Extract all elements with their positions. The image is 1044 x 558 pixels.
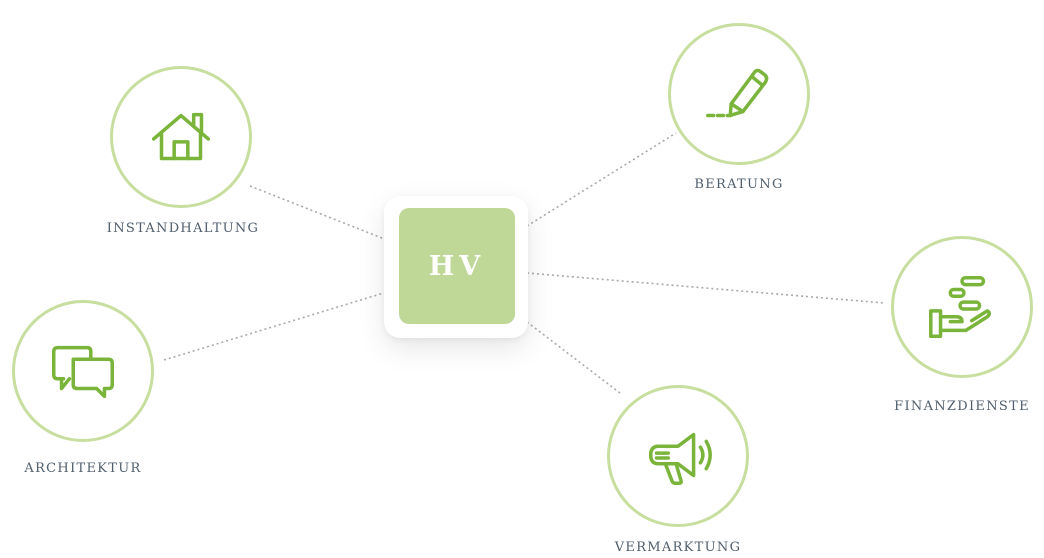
house-icon [151, 112, 211, 161]
node-label-vermarktung: VERMARKTUNG [614, 540, 742, 555]
node-circle-vermarktung[interactable] [607, 385, 749, 527]
connector-finanzdienste [526, 272, 885, 304]
megaphone-icon [648, 432, 712, 486]
hand-coins-icon [929, 275, 992, 339]
node-label-beratung: BERATUNG [694, 177, 784, 192]
connector-beratung [526, 132, 677, 227]
connector-vermarktung [526, 321, 621, 394]
center-card[interactable]: HV [384, 196, 528, 338]
pen-icon [706, 68, 769, 118]
node-label-finanzdienste: FINANZDIENSTE [894, 399, 1030, 414]
node-label-architektur: ARCHITEKTUR [24, 461, 142, 476]
node-circle-architektur[interactable] [12, 300, 154, 442]
node-circle-finanzdienste[interactable] [891, 236, 1033, 378]
node-label-instandhaltung: INSTANDHALTUNG [106, 221, 260, 236]
speech-bubbles-icon [51, 345, 115, 399]
connector-architektur [163, 291, 388, 361]
center-label: HV [399, 208, 515, 324]
node-circle-instandhaltung[interactable] [110, 66, 252, 208]
node-circle-beratung[interactable] [668, 23, 810, 165]
